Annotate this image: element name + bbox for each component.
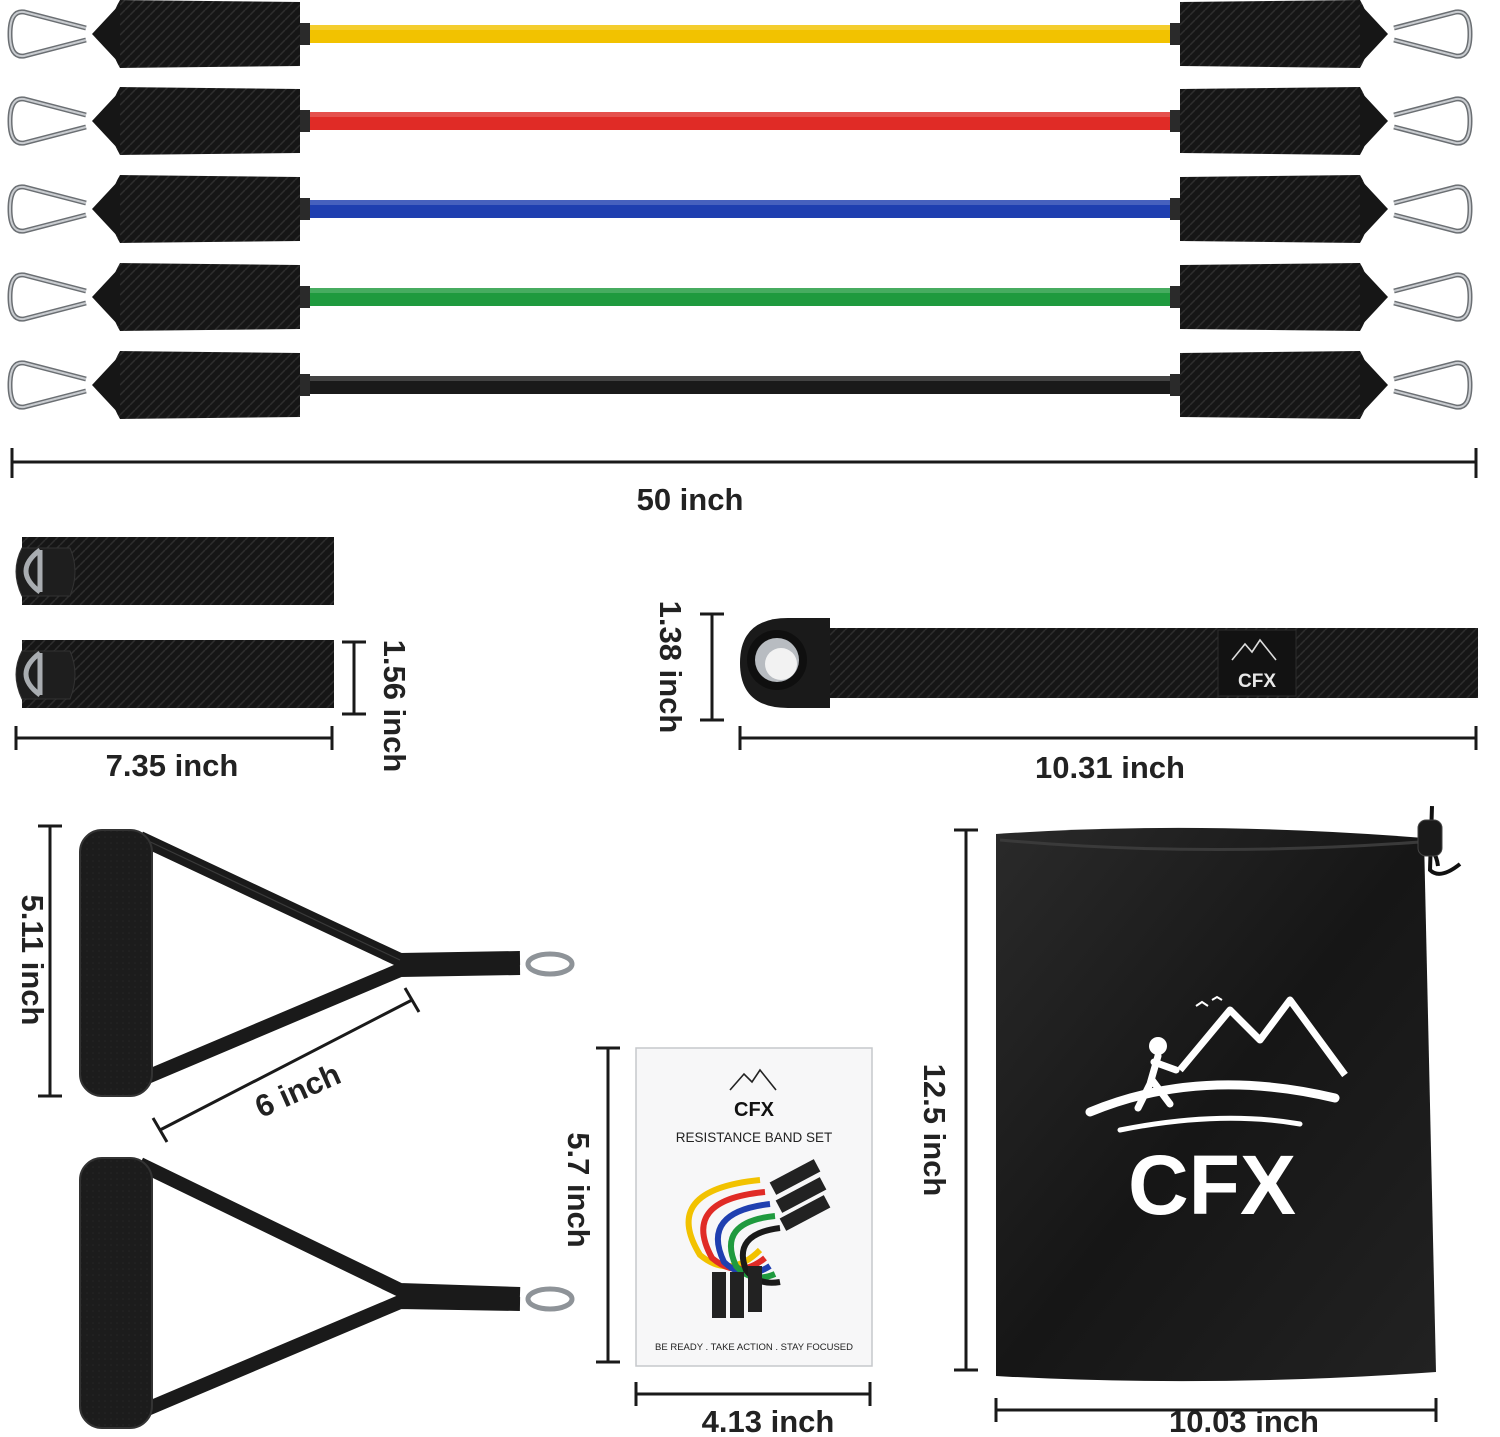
booklet-height-label: 5.7 inch (561, 1132, 596, 1247)
band-3 (7, 175, 1473, 243)
band-sleeve-left (110, 263, 300, 331)
band-sleeve-right (1180, 351, 1370, 419)
booklet: CFX RESISTANCE BAND SET BE READY . TAKE … (635, 1047, 873, 1367)
resistance-bands (7, 0, 1473, 419)
bag-width-label: 10.03 inch (1169, 1404, 1319, 1437)
handle-strap-length-label: 6 inch (250, 1056, 346, 1124)
ankle-strap-bottom (15, 640, 334, 708)
band-sleeve-left (110, 0, 300, 68)
band-sleeve-left (110, 87, 300, 155)
band-sleeve-left (110, 351, 300, 419)
band-2 (7, 87, 1473, 155)
booklet-footer: BE READY . TAKE ACTION . STAY FOCUSED (655, 1342, 853, 1353)
ankle-strap-width-label: 7.35 inch (106, 748, 239, 783)
band-sleeve-right (1180, 175, 1370, 243)
ankle-strap-height-label: 1.56 inch (377, 640, 412, 773)
booklet-logo: CFX (734, 1099, 775, 1121)
handle-top (79, 829, 575, 1097)
booklet-bands-photo (685, 1159, 831, 1318)
band-sleeve-right (1180, 87, 1370, 155)
band-4 (7, 263, 1473, 331)
ankle-strap-dimensions: 7.35 inch 1.56 inch (14, 640, 412, 783)
band-tube (300, 200, 1180, 218)
band-tube (300, 288, 1180, 306)
door-anchor-logo: CFX (1238, 671, 1276, 692)
band-length-label: 50 inch (637, 482, 744, 517)
booklet-title: RESISTANCE BAND SET (676, 1130, 833, 1145)
band-tube (300, 112, 1180, 130)
band-5 (7, 351, 1473, 419)
ankle-strap-top (15, 537, 334, 605)
bag-dimensions: 10.03 inch 12.5 inch (917, 828, 1438, 1437)
door-anchor-dimensions: 10.31 inch 1.38 inch (653, 601, 1478, 785)
band-sleeve-right (1180, 263, 1370, 331)
handle-height-label: 5.11 inch (15, 895, 50, 1026)
bag-height-label: 12.5 inch (917, 1064, 952, 1197)
band-length-dimension: 50 inch (10, 448, 1478, 517)
door-anchor: CFX (740, 618, 1478, 708)
door-anchor-height-label: 1.38 inch (653, 601, 688, 734)
bag-logo: CFX (1128, 1138, 1296, 1232)
handle-bottom (79, 1157, 575, 1429)
band-sleeve-left (110, 175, 300, 243)
booklet-dimensions: 4.13 inch 5.7 inch (561, 1046, 872, 1437)
band-tube (300, 376, 1180, 394)
bag-logo-graphic (1085, 995, 1348, 1133)
band-sleeve-right (1180, 0, 1370, 68)
band-1 (7, 0, 1473, 68)
door-anchor-width-label: 10.31 inch (1035, 750, 1185, 785)
band-tube (300, 25, 1180, 43)
booklet-width-label: 4.13 inch (702, 1404, 835, 1437)
drawstring-bag: CFX (996, 805, 1462, 1382)
